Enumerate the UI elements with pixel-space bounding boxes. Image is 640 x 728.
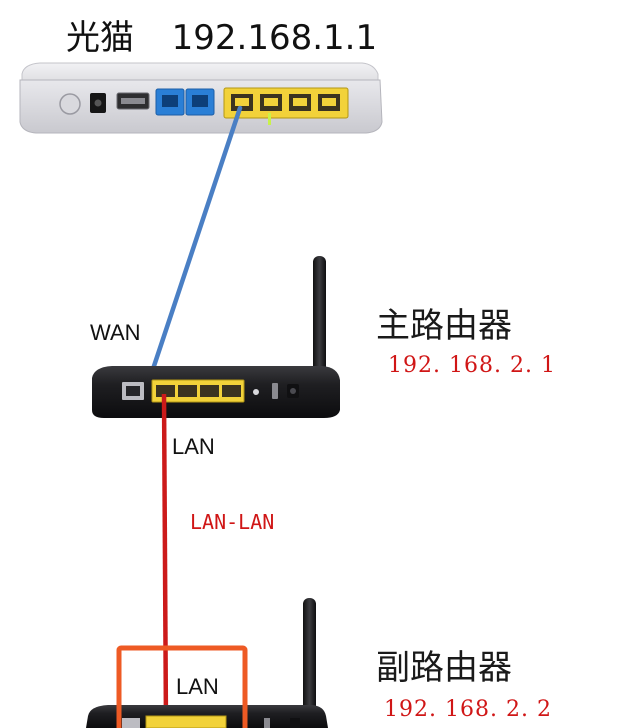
modem-ip: 192.168.1.1	[171, 18, 378, 58]
power-button-icon	[59, 93, 81, 115]
sub-router	[86, 598, 328, 728]
main-router-wan-label: WAN	[90, 320, 141, 345]
lan-lan-link-label: LAN-LAN	[190, 510, 275, 534]
modem-name: 光猫	[66, 18, 134, 58]
sub-router-name: 副路由器	[376, 648, 512, 688]
sub-router-lan-highlight-box	[116, 645, 248, 728]
wan-cable	[143, 105, 243, 393]
main-router-lan-ports	[151, 379, 245, 403]
sub-router-lan-label: LAN	[176, 674, 219, 699]
phone-ports	[155, 88, 215, 116]
modem-title: 光猫 192.168.1.1	[66, 10, 377, 59]
optical-modem	[19, 62, 383, 134]
main-router	[92, 256, 340, 418]
main-router-ip: 192. 168. 2. 1	[388, 353, 556, 378]
sub-router-ip: 192. 168. 2. 2	[384, 697, 552, 722]
main-router-antenna-icon	[313, 256, 326, 396]
lan-lan-cable	[161, 393, 169, 728]
main-router-name: 主路由器	[376, 306, 512, 346]
sub-router-lan-ports	[145, 715, 227, 728]
main-router-lan-label: LAN	[172, 434, 215, 459]
sub-router-antenna-icon	[303, 598, 316, 728]
modem-lan-ports	[223, 87, 349, 119]
